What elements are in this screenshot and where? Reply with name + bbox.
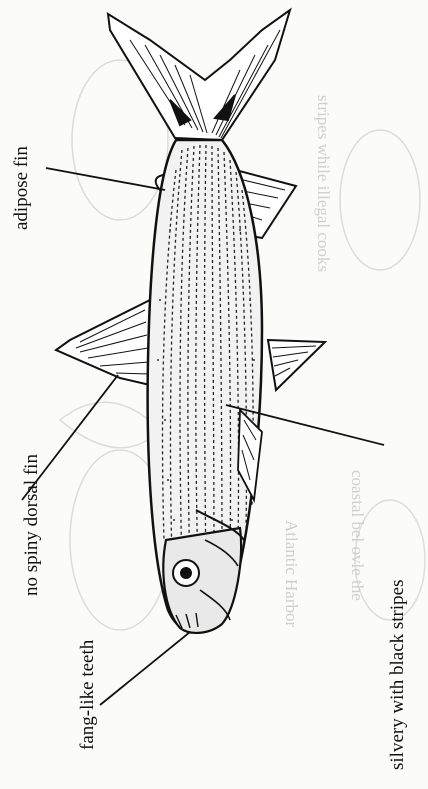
teeth-pointer bbox=[100, 632, 190, 705]
label-no-spiny-dorsal-fin: no spiny dorsal fin bbox=[22, 454, 41, 596]
bleed-text-2: coastal bel ovle the bbox=[349, 470, 366, 601]
label-silvery-with-black-stripes: silvery with black stripes bbox=[388, 580, 407, 771]
pelvic-fin bbox=[268, 340, 325, 390]
bleed-text-3: Atlantic Harbor bbox=[283, 520, 300, 627]
label-adipose-fin: adipose fin bbox=[12, 146, 31, 230]
dorsal-fin bbox=[56, 300, 150, 385]
adipose-pointer bbox=[46, 168, 165, 190]
tail-fin bbox=[108, 10, 290, 140]
label-fang-like-teeth: fang-like teeth bbox=[78, 640, 97, 750]
bleed-text-1: stripes while illegal cooks bbox=[315, 95, 332, 272]
eye-pupil bbox=[180, 567, 192, 579]
